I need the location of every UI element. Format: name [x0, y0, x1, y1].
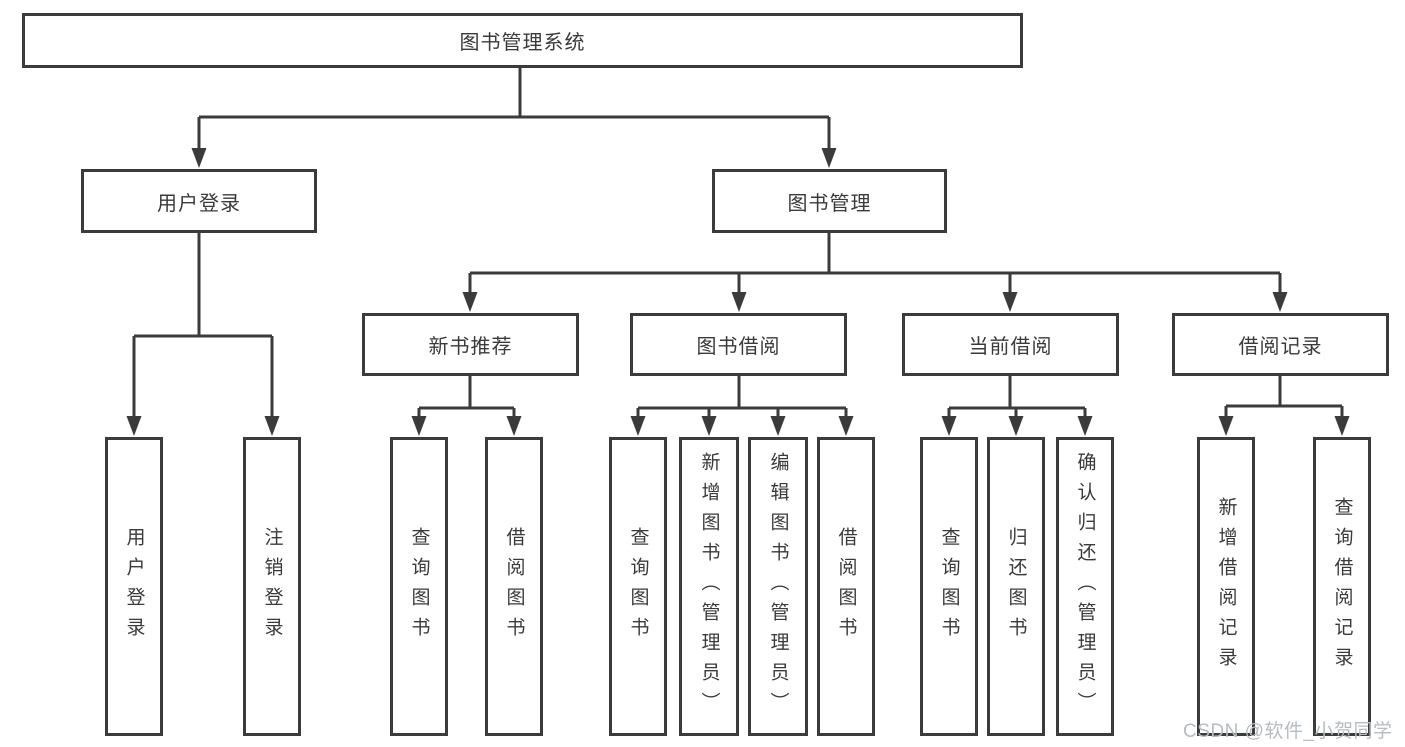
csdn-watermark: CSDN @软件_小贺同学 [1183, 721, 1393, 742]
node-new-book-recommend: 新书推荐 [362, 313, 579, 376]
node-library-management-system: 图书管理系统 [22, 13, 1023, 68]
leaf-confirm-return-admin: 确认归还（管理员） [1056, 437, 1114, 736]
node-user-login: 用户登录 [81, 169, 317, 233]
leaf-query-books-borrowing: 查询图书 [609, 437, 667, 736]
leaf-add-books-admin: 新增图书（管理员） [679, 437, 739, 736]
leaf-add-borrow-record: 新增借阅记录 [1197, 437, 1255, 736]
leaf-user-login: 用户登录 [105, 437, 163, 736]
leaf-borrow-books-recommend: 借阅图书 [485, 437, 543, 736]
leaf-return-books: 归还图书 [987, 437, 1045, 736]
node-book-borrowing: 图书借阅 [630, 313, 847, 376]
leaf-query-borrow-record: 查询借阅记录 [1313, 437, 1371, 736]
leaf-edit-books-admin: 编辑图书（管理员） [748, 437, 808, 736]
leaf-logout: 注销登录 [243, 437, 301, 736]
node-book-management: 图书管理 [712, 169, 947, 233]
leaf-borrow-books-borrowing: 借阅图书 [817, 437, 875, 736]
leaf-query-books-current: 查询图书 [920, 437, 978, 736]
node-current-borrowing: 当前借阅 [902, 313, 1119, 376]
node-borrowing-records: 借阅记录 [1172, 313, 1389, 376]
leaf-query-books-recommend: 查询图书 [390, 437, 448, 736]
